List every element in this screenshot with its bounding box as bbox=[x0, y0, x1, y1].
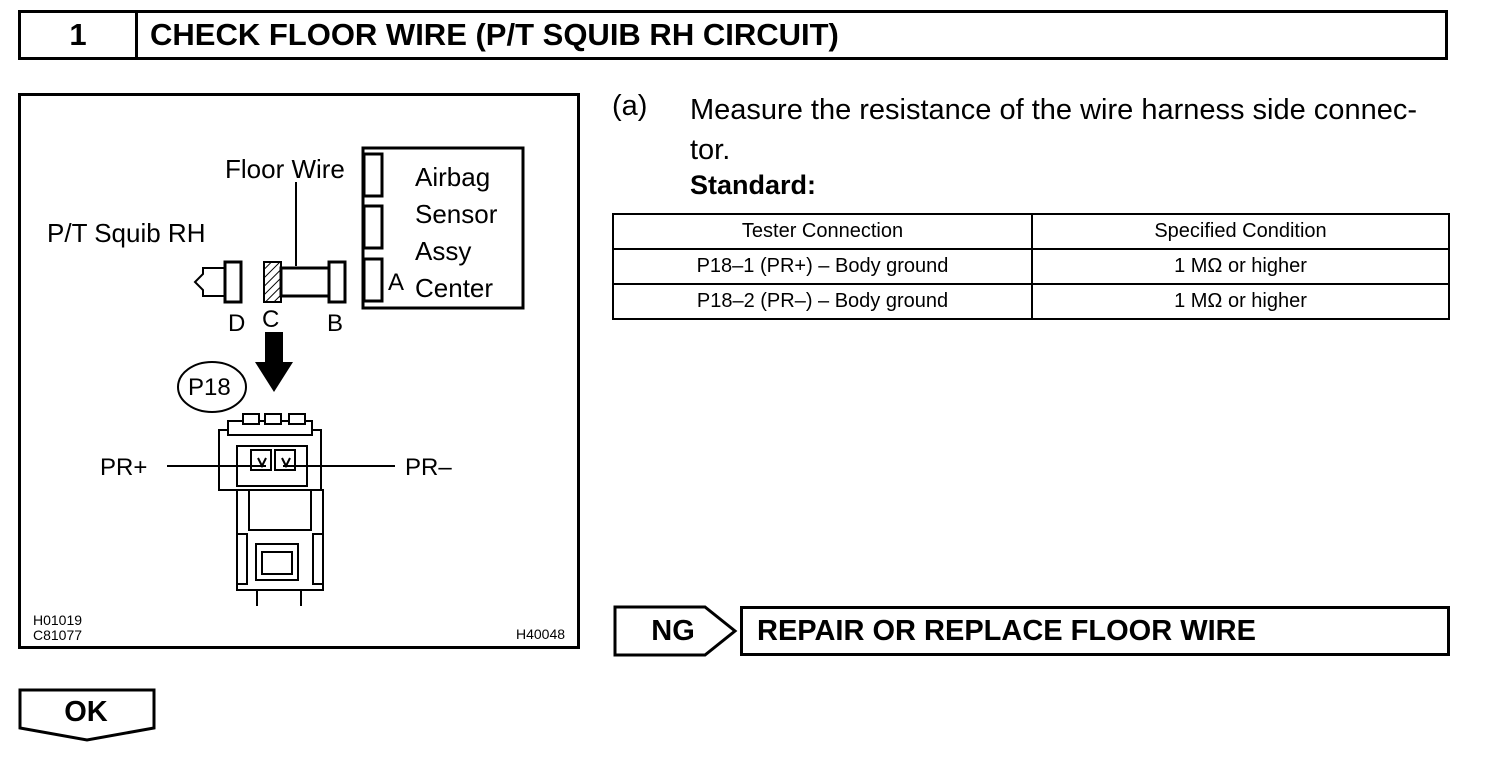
figure-code: H01019 bbox=[33, 612, 83, 628]
step-header: 1 CHECK FLOOR WIRE (P/T SQUIB RH CIRCUIT… bbox=[18, 10, 1448, 60]
connector-d-label: D bbox=[228, 310, 246, 337]
figure-code: H40048 bbox=[516, 626, 566, 642]
airbag-label: Airbag bbox=[415, 162, 491, 192]
connector-b-label: B bbox=[327, 310, 344, 337]
ng-arrow-shape bbox=[613, 605, 738, 657]
ng-result-box: REPAIR OR REPLACE FLOOR WIRE bbox=[740, 606, 1450, 656]
figure-code: C81077 bbox=[33, 627, 83, 643]
step-title: CHECK FLOOR WIRE (P/T SQUIB RH CIRCUIT) bbox=[150, 17, 839, 52]
p18-label: P18 bbox=[188, 374, 231, 401]
sensor-connector-a bbox=[362, 257, 384, 303]
sensor-label: Sensor bbox=[415, 199, 498, 229]
connector-c-label: C bbox=[262, 306, 280, 333]
step-number: 1 bbox=[21, 13, 138, 57]
instruction-text: Measure the resistance of the wire harne… bbox=[690, 94, 1417, 166]
pt-squib-label: P/T Squib RH bbox=[47, 218, 206, 248]
connector-d bbox=[223, 260, 243, 304]
table-cell: P18–1 (PR+) – Body ground bbox=[612, 248, 1033, 285]
connector-illustration: Floor Wire P/T Squib RH Airbag Sensor As… bbox=[18, 93, 580, 649]
pr-plus-label: PR+ bbox=[100, 454, 148, 481]
ng-label: NG bbox=[651, 614, 695, 647]
connector-a-label: A bbox=[388, 269, 405, 296]
sensor-connector-slot bbox=[362, 152, 384, 198]
connector-c bbox=[263, 261, 282, 303]
floor-wire-label: Floor Wire bbox=[225, 154, 345, 184]
table-row: P18–1 (PR+) – Body ground 1 MΩ or higher bbox=[612, 248, 1450, 285]
table-cell: 1 MΩ or higher bbox=[1031, 248, 1450, 285]
airbag-sensor-box bbox=[361, 146, 525, 310]
spec-table: Tester Connection Specified Condition P1… bbox=[612, 213, 1450, 320]
table-cell: P18–2 (PR–) – Body ground bbox=[612, 283, 1033, 320]
connector-b bbox=[327, 260, 347, 304]
center-label: Center bbox=[415, 273, 494, 303]
ok-arrow-shape bbox=[18, 688, 156, 742]
assy-label: Assy bbox=[415, 236, 472, 266]
column-header: Tester Connection bbox=[612, 213, 1033, 250]
wiring-diagram bbox=[167, 146, 525, 606]
table-cell: 1 MΩ or higher bbox=[1031, 283, 1450, 320]
p18-label-ellipse bbox=[177, 361, 247, 413]
column-header: Specified Condition bbox=[1031, 213, 1450, 250]
ok-label: OK bbox=[64, 695, 108, 728]
floor-wire-body bbox=[279, 266, 331, 298]
squib-plug bbox=[193, 267, 225, 297]
pr-minus-label: PR– bbox=[405, 454, 452, 481]
step-marker: (a) bbox=[612, 90, 648, 122]
sensor-connector-slot bbox=[362, 204, 384, 250]
table-row: P18–2 (PR–) – Body ground 1 MΩ or higher bbox=[612, 283, 1450, 320]
down-arrow bbox=[255, 332, 293, 392]
table-header-row: Tester Connection Specified Condition bbox=[612, 213, 1450, 250]
p18-connector-face bbox=[218, 413, 324, 606]
standard-label: Standard: bbox=[690, 170, 817, 200]
